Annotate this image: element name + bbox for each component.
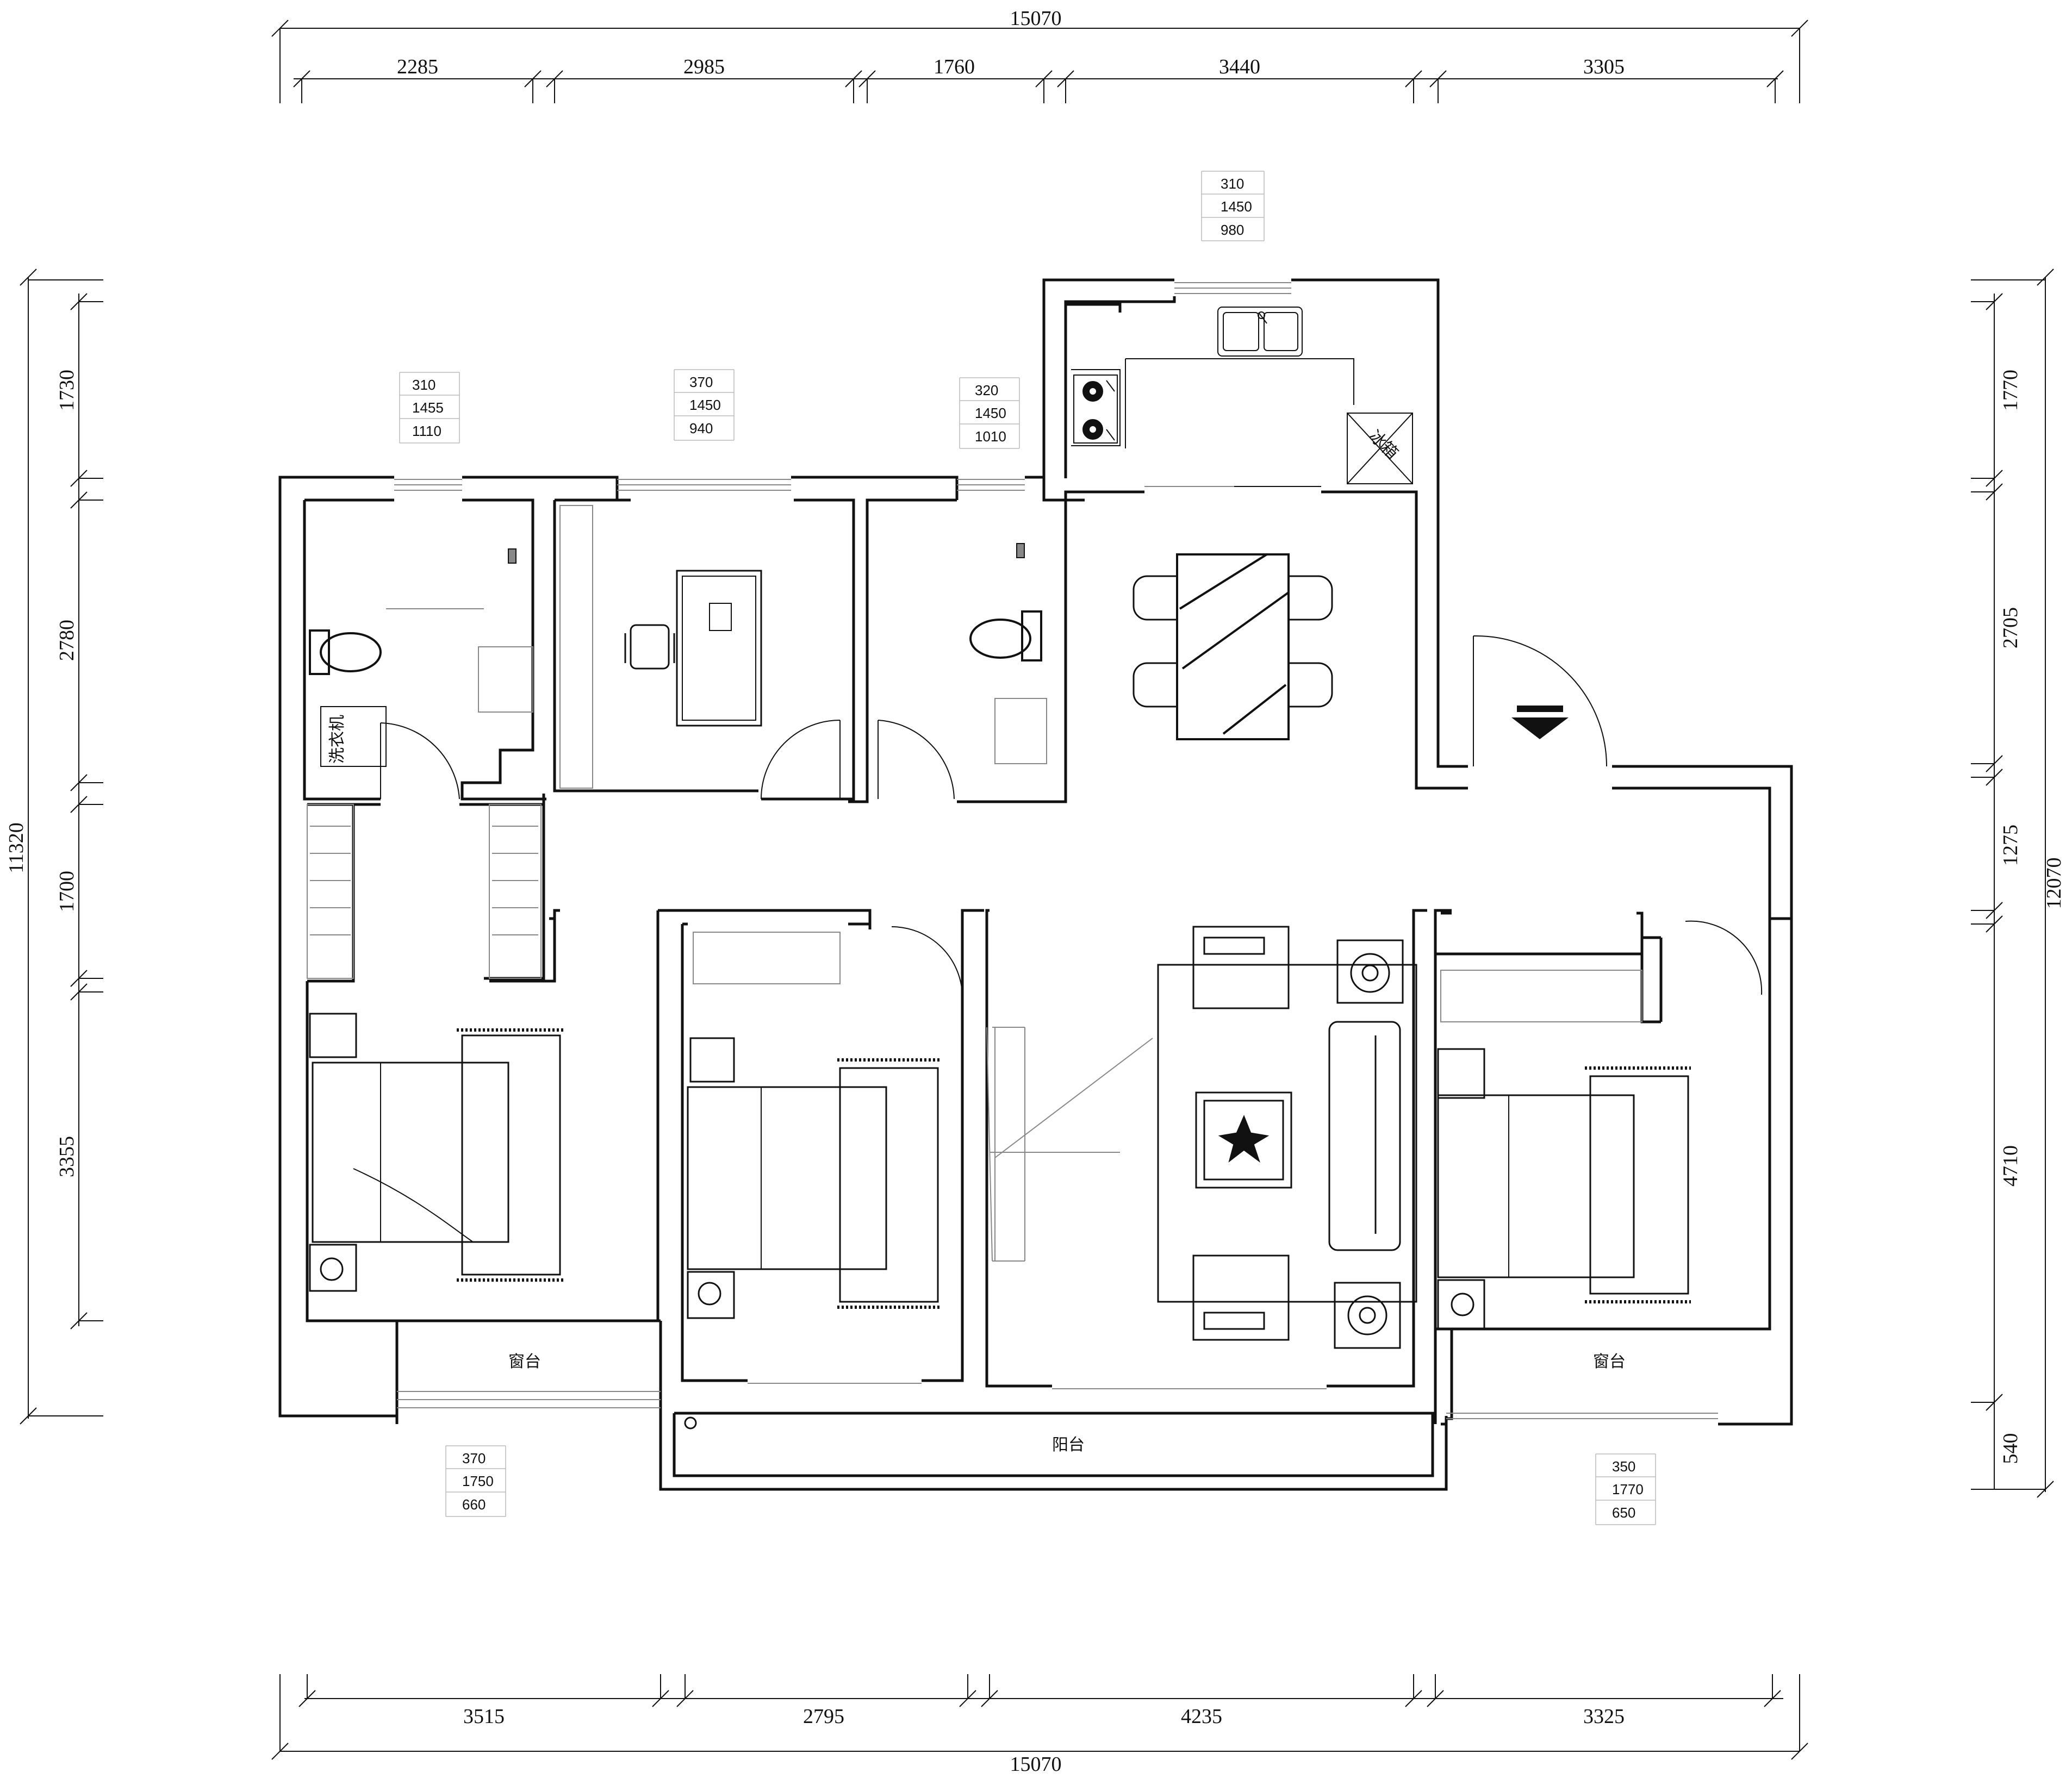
room-labels: 窗台 窗台 阳台 [508, 1353, 1626, 1454]
bedroom-left-spec-1: 370 [462, 1450, 486, 1466]
window-spec-tables [399, 171, 1656, 1525]
dimension-labels: 15070 2285 2985 1760 3440 3305 3515 2795… [5, 7, 2065, 1776]
kitchen-spec-1: 310 [1221, 176, 1244, 192]
bay-window-left-label: 窗台 [508, 1353, 541, 1371]
entry-door-swing [1473, 635, 1607, 767]
top-dimension-segments [293, 70, 1784, 103]
bath-left-spec-1: 310 [412, 377, 435, 393]
top-segment-5: 3305 [1583, 55, 1625, 78]
left-segment-2: 2780 [55, 620, 78, 661]
drain-icon [684, 1416, 697, 1430]
window-spec-values: 310 1450 980 310 1455 1110 370 1450 940 … [412, 176, 1644, 1521]
bath-left-spec-2: 1455 [412, 400, 444, 416]
bath-mid-spec-1: 320 [975, 382, 998, 398]
walls [278, 278, 1793, 1491]
hall-closet [307, 804, 542, 979]
washer-label: 洗衣机 [328, 715, 346, 764]
bedroom-left-spec-2: 1750 [462, 1473, 494, 1489]
bath-mid-spec-2: 1450 [975, 405, 1006, 421]
left-total-label: 11320 [5, 822, 28, 873]
bathroom-middle [878, 543, 1047, 800]
right-total-label: 12070 [2043, 858, 2065, 909]
bath-mid-spec-3: 1010 [975, 428, 1006, 445]
balcony-label: 阳台 [1052, 1436, 1085, 1454]
kitchen [1071, 307, 1354, 487]
dining-table [1133, 553, 1333, 740]
bedroom-right-spec-2: 1770 [1612, 1481, 1644, 1497]
right-segment-4: 4710 [1999, 1145, 2022, 1187]
left-dimension-total [20, 269, 103, 1425]
right-segment-1: 1770 [1999, 370, 2022, 411]
bottom-dimension-segments [298, 1674, 1783, 1707]
left-segment-4: 3355 [55, 1136, 78, 1177]
bedroom-left [309, 1013, 565, 1292]
bottom-segment-1: 3515 [463, 1705, 505, 1728]
right-segment-3: 1275 [1999, 825, 2022, 866]
top-segment-4: 3440 [1219, 55, 1260, 78]
left-segment-3: 1700 [55, 871, 78, 912]
top-segment-2: 2985 [683, 55, 725, 78]
fridge: 冰箱 [1347, 413, 1413, 484]
bedroom-middle [687, 926, 963, 1319]
left-segment-1: 1730 [55, 370, 78, 411]
bottom-segment-3: 4235 [1181, 1705, 1222, 1728]
right-dimension-segments [1971, 293, 2003, 1490]
study-spec-2: 1450 [689, 397, 721, 413]
right-dimension-total [1971, 269, 2054, 1498]
study-spec-1: 370 [689, 374, 713, 390]
bedroom-right-spec-1: 350 [1612, 1458, 1635, 1475]
bathroom-left: 洗衣机 [309, 548, 533, 800]
kitchen-spec-3: 980 [1221, 222, 1244, 238]
left-dimension-segments [70, 293, 103, 1329]
kitchen-spec-2: 1450 [1221, 198, 1252, 215]
bedroom-right-spec-3: 650 [1612, 1505, 1635, 1521]
living-room [1157, 926, 1417, 1349]
study [559, 505, 841, 800]
right-segment-5: 540 [1999, 1433, 2022, 1464]
window-lines [394, 282, 1718, 1419]
bottom-dimension-total [271, 1674, 1808, 1760]
right-segment-2: 2705 [1999, 607, 2022, 648]
top-segment-1: 2285 [397, 55, 438, 78]
top-segment-3: 1760 [934, 55, 975, 78]
top-dimension-total [271, 20, 1808, 103]
bay-window-right-label: 窗台 [1593, 1353, 1626, 1371]
bedroom-left-spec-3: 660 [462, 1496, 486, 1513]
bedroom-right [1437, 920, 1763, 1330]
top-total-label: 15070 [1010, 7, 1062, 30]
entry-arrow-icon [1511, 706, 1569, 739]
study-spec-3: 940 [689, 420, 713, 436]
bottom-segment-2: 2795 [803, 1705, 844, 1728]
bath-left-spec-3: 1110 [412, 423, 441, 439]
bottom-segment-4: 3325 [1583, 1705, 1625, 1728]
bottom-total-label: 15070 [1010, 1753, 1062, 1776]
